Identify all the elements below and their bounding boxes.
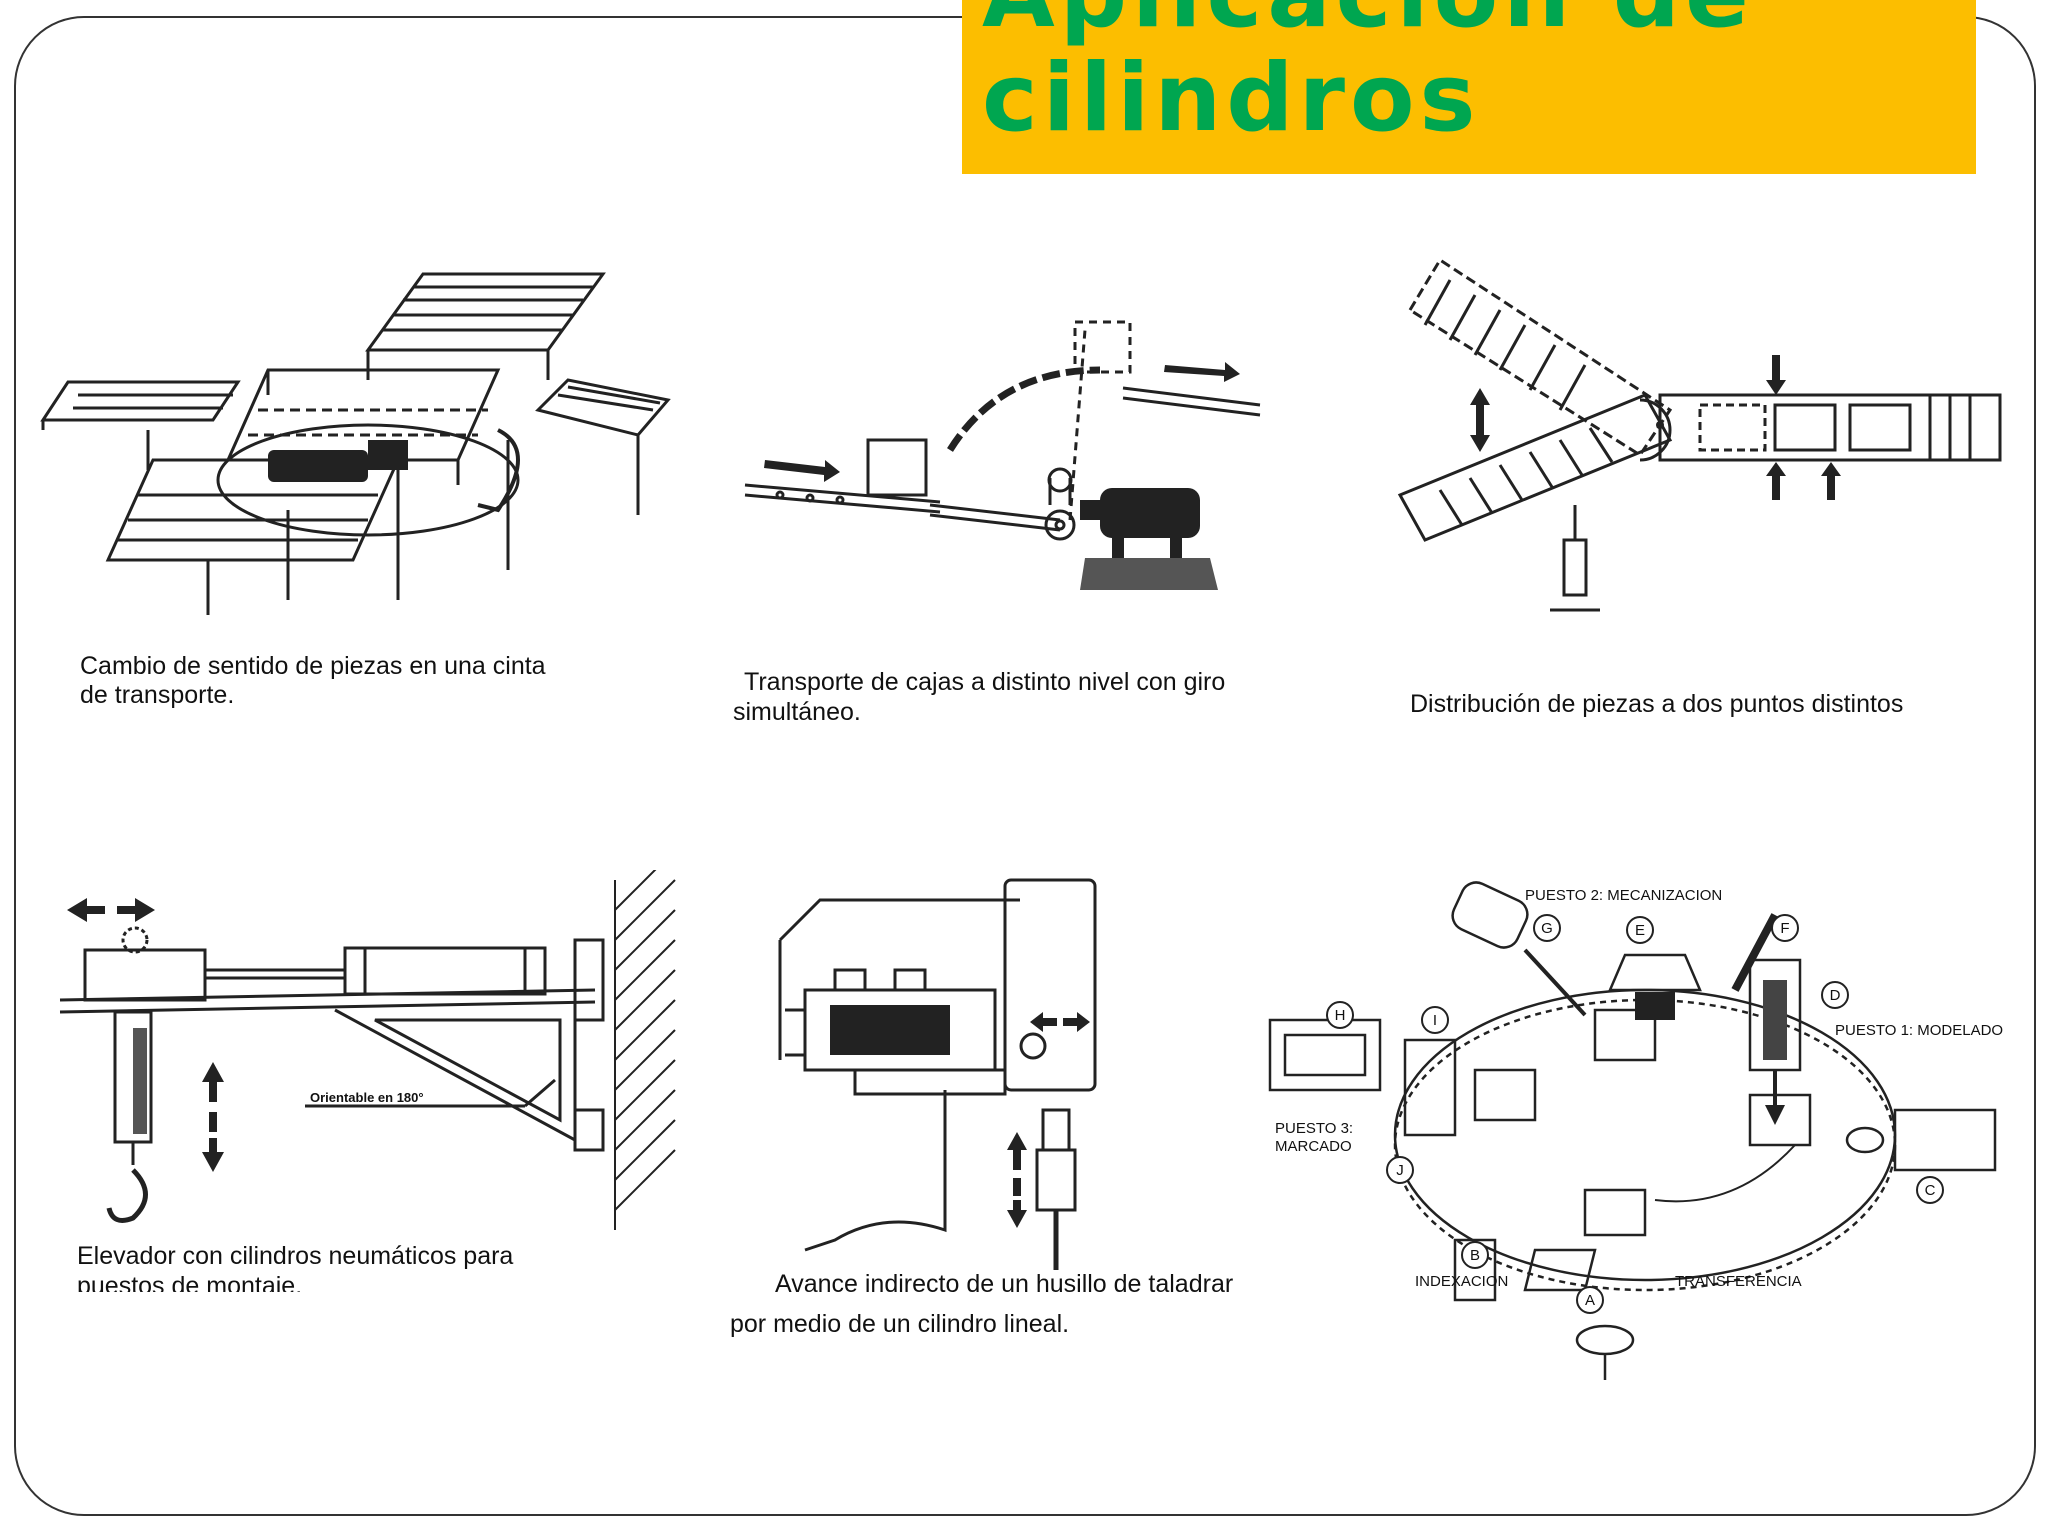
annotation-orientable: Orientable en 180°: [310, 1090, 424, 1105]
figure-rotary-conveyor: Cambio de sentido de piezas en una cinta: [38, 270, 678, 680]
figure-caption-line2: de transporte.: [80, 681, 235, 709]
label-g: G: [1541, 920, 1553, 937]
pneumatic-lifter-illustration: Orientable en 180°: [59, 870, 676, 1230]
label-a: A: [1585, 1292, 1595, 1309]
level-transport-illustration: [744, 320, 1261, 590]
slide-frame: [14, 16, 2036, 1516]
figure-drill-spindle: Avance indirecto de un husillo de taladr…: [775, 870, 1235, 1300]
distribution-illustration: [1397, 257, 2002, 612]
slide-title-line2: cilindros: [982, 44, 1481, 153]
figure-caption-line2: puestos de montaje.: [77, 1272, 303, 1292]
label-transferencia: TRANSFERENCIA: [1675, 1273, 1802, 1290]
figure-pneumatic-lifter: Orientable en 180° Elevador con cilindro…: [55, 870, 695, 1270]
label-f: F: [1780, 920, 1789, 937]
label-c: C: [1925, 1182, 1936, 1199]
label-i: I: [1433, 1012, 1437, 1029]
figure-level-transport: Transporte de cajas a distinto nivel con…: [740, 310, 1300, 696]
label-b: B: [1470, 1247, 1480, 1264]
label-puesto2: PUESTO 2: MECANIZACION: [1525, 887, 1722, 904]
figure-caption: Cambio de sentido de piezas en una cinta: [80, 652, 546, 680]
figure-distribution: Distribución de piezas a dos puntos dist…: [1380, 240, 2020, 718]
label-j: J: [1396, 1162, 1404, 1179]
figure-caption-line2: simultáneo.: [733, 698, 861, 726]
label-puesto3-line1: PUESTO 3:: [1275, 1120, 1353, 1137]
label-h: H: [1335, 1007, 1346, 1024]
label-puesto3-line2: MARCADO: [1275, 1138, 1352, 1155]
label-d: D: [1830, 987, 1841, 1004]
label-indexacion: INDEXACION: [1415, 1273, 1508, 1290]
indexing-table-illustration: A B C D E F G H I J PUESTO 2: MECANIZACI…: [1268, 881, 2003, 1380]
label-e: E: [1635, 922, 1645, 939]
rotary-conveyor-illustration: [40, 272, 671, 615]
label-puesto1: PUESTO 1: MODELADO: [1835, 1022, 2003, 1039]
figure-caption-line2: por medio de un cilindro lineal.: [730, 1310, 1070, 1338]
figure-caption: Transporte de cajas a distinto nivel con…: [744, 668, 1226, 696]
figure-caption: Distribución de piezas a dos puntos dist…: [1410, 690, 1904, 718]
title-banner: Aplicación de cilindros: [962, 0, 1976, 174]
figure-caption: Elevador con cilindros neumáticos para: [77, 1242, 514, 1270]
figure-indexing-table: A B C D E F G H I J PUESTO 2: MECANIZACI…: [1255, 870, 2015, 1380]
slide-title-line1: Aplicación de: [982, 0, 1754, 42]
figure-caption: Avance indirecto de un husillo de taladr…: [775, 1270, 1234, 1298]
drill-spindle-illustration: [778, 878, 1097, 1270]
